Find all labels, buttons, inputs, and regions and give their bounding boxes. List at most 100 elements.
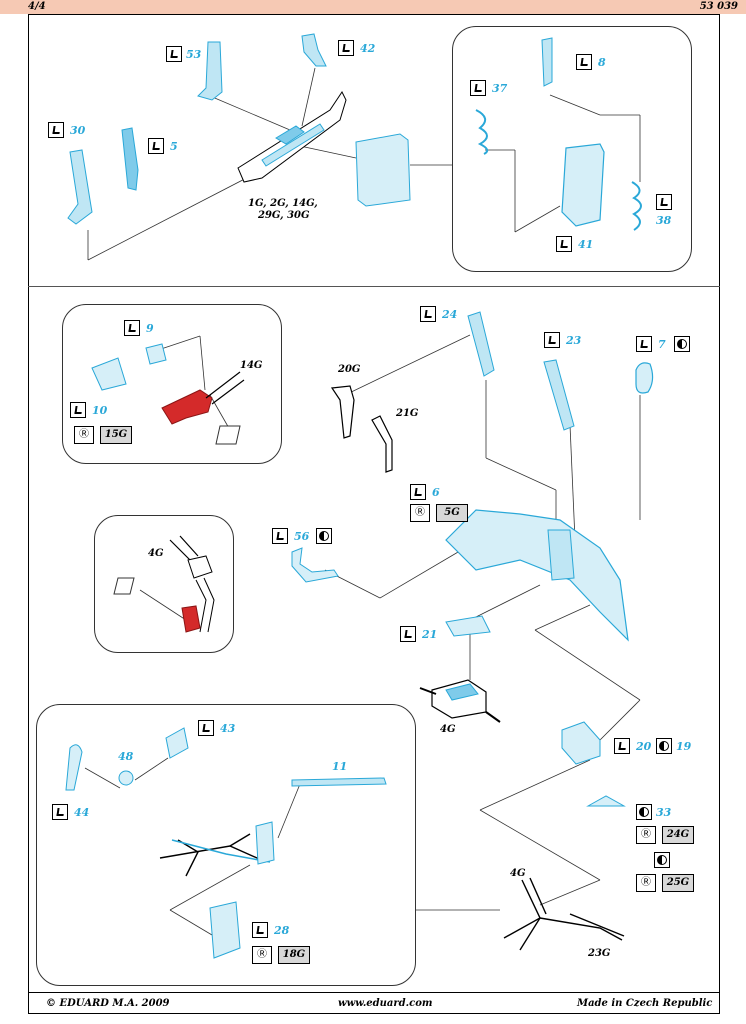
part-11-shape [291,777,387,787]
page-number: 4/4 [28,1,46,12]
part-41-label: 41 [578,238,594,251]
ref-15g: 15G [100,426,132,444]
check-icon-23[interactable] [544,332,560,348]
part-56-shape [291,547,339,583]
part-53-shape [197,41,223,101]
check-icon-9[interactable] [124,320,140,336]
check-icon-43[interactable] [198,720,214,736]
check-icon-21[interactable] [400,626,416,642]
detail-box-rudder [36,704,416,986]
kit-number: 53 039 [699,1,738,12]
part-33-shape [586,795,626,807]
ref-25g: 25G [662,874,694,892]
ref-1g-list-2: 29G, 30G [258,210,310,221]
check-icon-10[interactable] [70,402,86,418]
check-icon-7[interactable] [636,336,652,352]
leader-lines [84,67,641,936]
part-21-shape [445,615,491,637]
cockpit-tub-shape [445,509,629,642]
symmetry-icon-25g [654,852,670,868]
part-48-label: 48 [118,750,134,763]
part-20g-shape [330,385,355,439]
part-24-shape [467,311,495,377]
part-6-label: 6 [432,486,440,499]
symmetry-icon-7 [674,336,690,352]
resin-icon-25g: Ⓡ [636,874,656,892]
fuselage-assembly-top [237,91,347,183]
part-21g-shape [371,415,393,473]
part-8-shape [541,37,553,87]
detail-box-14g [62,304,282,464]
part-28-label: 28 [274,924,290,937]
check-icon-8[interactable] [576,54,592,70]
part-30-shape [67,149,93,225]
ref-18g: 18G [278,946,310,964]
check-icon-30[interactable] [48,122,64,138]
symmetry-icon-56 [316,528,332,544]
part-23-shape [543,359,575,431]
check-icon-5[interactable] [148,138,164,154]
part-42-shape [301,33,327,67]
ref-21g: 21G [396,408,419,419]
ref-1g-list: 1G, 2G, 14G, [248,198,318,209]
part-43-shape [165,727,189,759]
header-band [0,0,746,14]
part-4g-detail-shape [169,535,199,561]
part-20-shape [561,721,601,765]
stick-14g-shape [205,371,245,405]
part-44-shape [65,744,83,791]
check-icon-42[interactable] [338,40,354,56]
ref-23g: 23G [588,948,611,959]
unit-4g-shape [431,679,487,719]
resin-icon-15g: Ⓡ [74,426,94,444]
part-37-shape [475,109,489,155]
footer-rule [28,992,720,993]
check-icon-24[interactable] [420,306,436,322]
part-28-shape [209,901,241,959]
resin-icon-18g: Ⓡ [252,946,272,964]
check-icon-41[interactable] [556,236,572,252]
ref-5g: 5G [436,504,468,522]
ref-24g: 24G [662,826,694,844]
rudder-pedal-icon-box [215,425,241,445]
ref-4g-unit: 4G [440,724,456,735]
part-5-label: 5 [170,140,178,153]
resin-icon-24g: Ⓡ [636,826,656,844]
detail-box-4g [94,515,234,653]
check-icon-6[interactable] [410,484,426,500]
part-37-label: 37 [492,82,508,95]
seat-shape [561,143,605,227]
part-20-label: 20 [636,740,652,753]
part-56-label: 56 [294,530,310,543]
check-icon-37[interactable] [470,80,486,96]
check-icon-28[interactable] [252,922,268,938]
ref-4g-small: 4G [148,548,164,559]
part-48-shape [118,770,134,786]
ref-4g-rudder: 4G [510,868,526,879]
ref-14g: 14G [240,360,263,371]
part-9-label: 9 [146,322,154,335]
detail-box-seat [452,26,692,272]
part-24-label: 24 [442,308,458,321]
instrument-panel-shape [355,133,411,207]
part-7-label: 7 [658,338,666,351]
part-43-label: 43 [220,722,236,735]
check-icon-38[interactable] [656,194,672,210]
resin-icon-5g: Ⓡ [410,504,430,522]
part-9-shape [91,357,127,391]
copyright: © EDUARD M.A. 2009 [46,998,170,1009]
part-10-label: 10 [92,404,108,417]
resin-part-14g-shape [161,389,213,425]
ref-20g: 20G [338,364,361,375]
part-38-label: 38 [656,214,672,227]
check-icon-56[interactable] [272,528,288,544]
symmetry-icon-19 [656,738,672,754]
website-link[interactable]: www.eduard.com [338,998,433,1009]
check-icon-20[interactable] [614,738,630,754]
check-icon-53[interactable] [166,46,182,62]
symmetry-icon-33 [636,804,652,820]
made-in: Made in Czech Republic [577,998,713,1009]
part-33-label: 33 [656,806,672,819]
check-icon-44[interactable] [52,804,68,820]
